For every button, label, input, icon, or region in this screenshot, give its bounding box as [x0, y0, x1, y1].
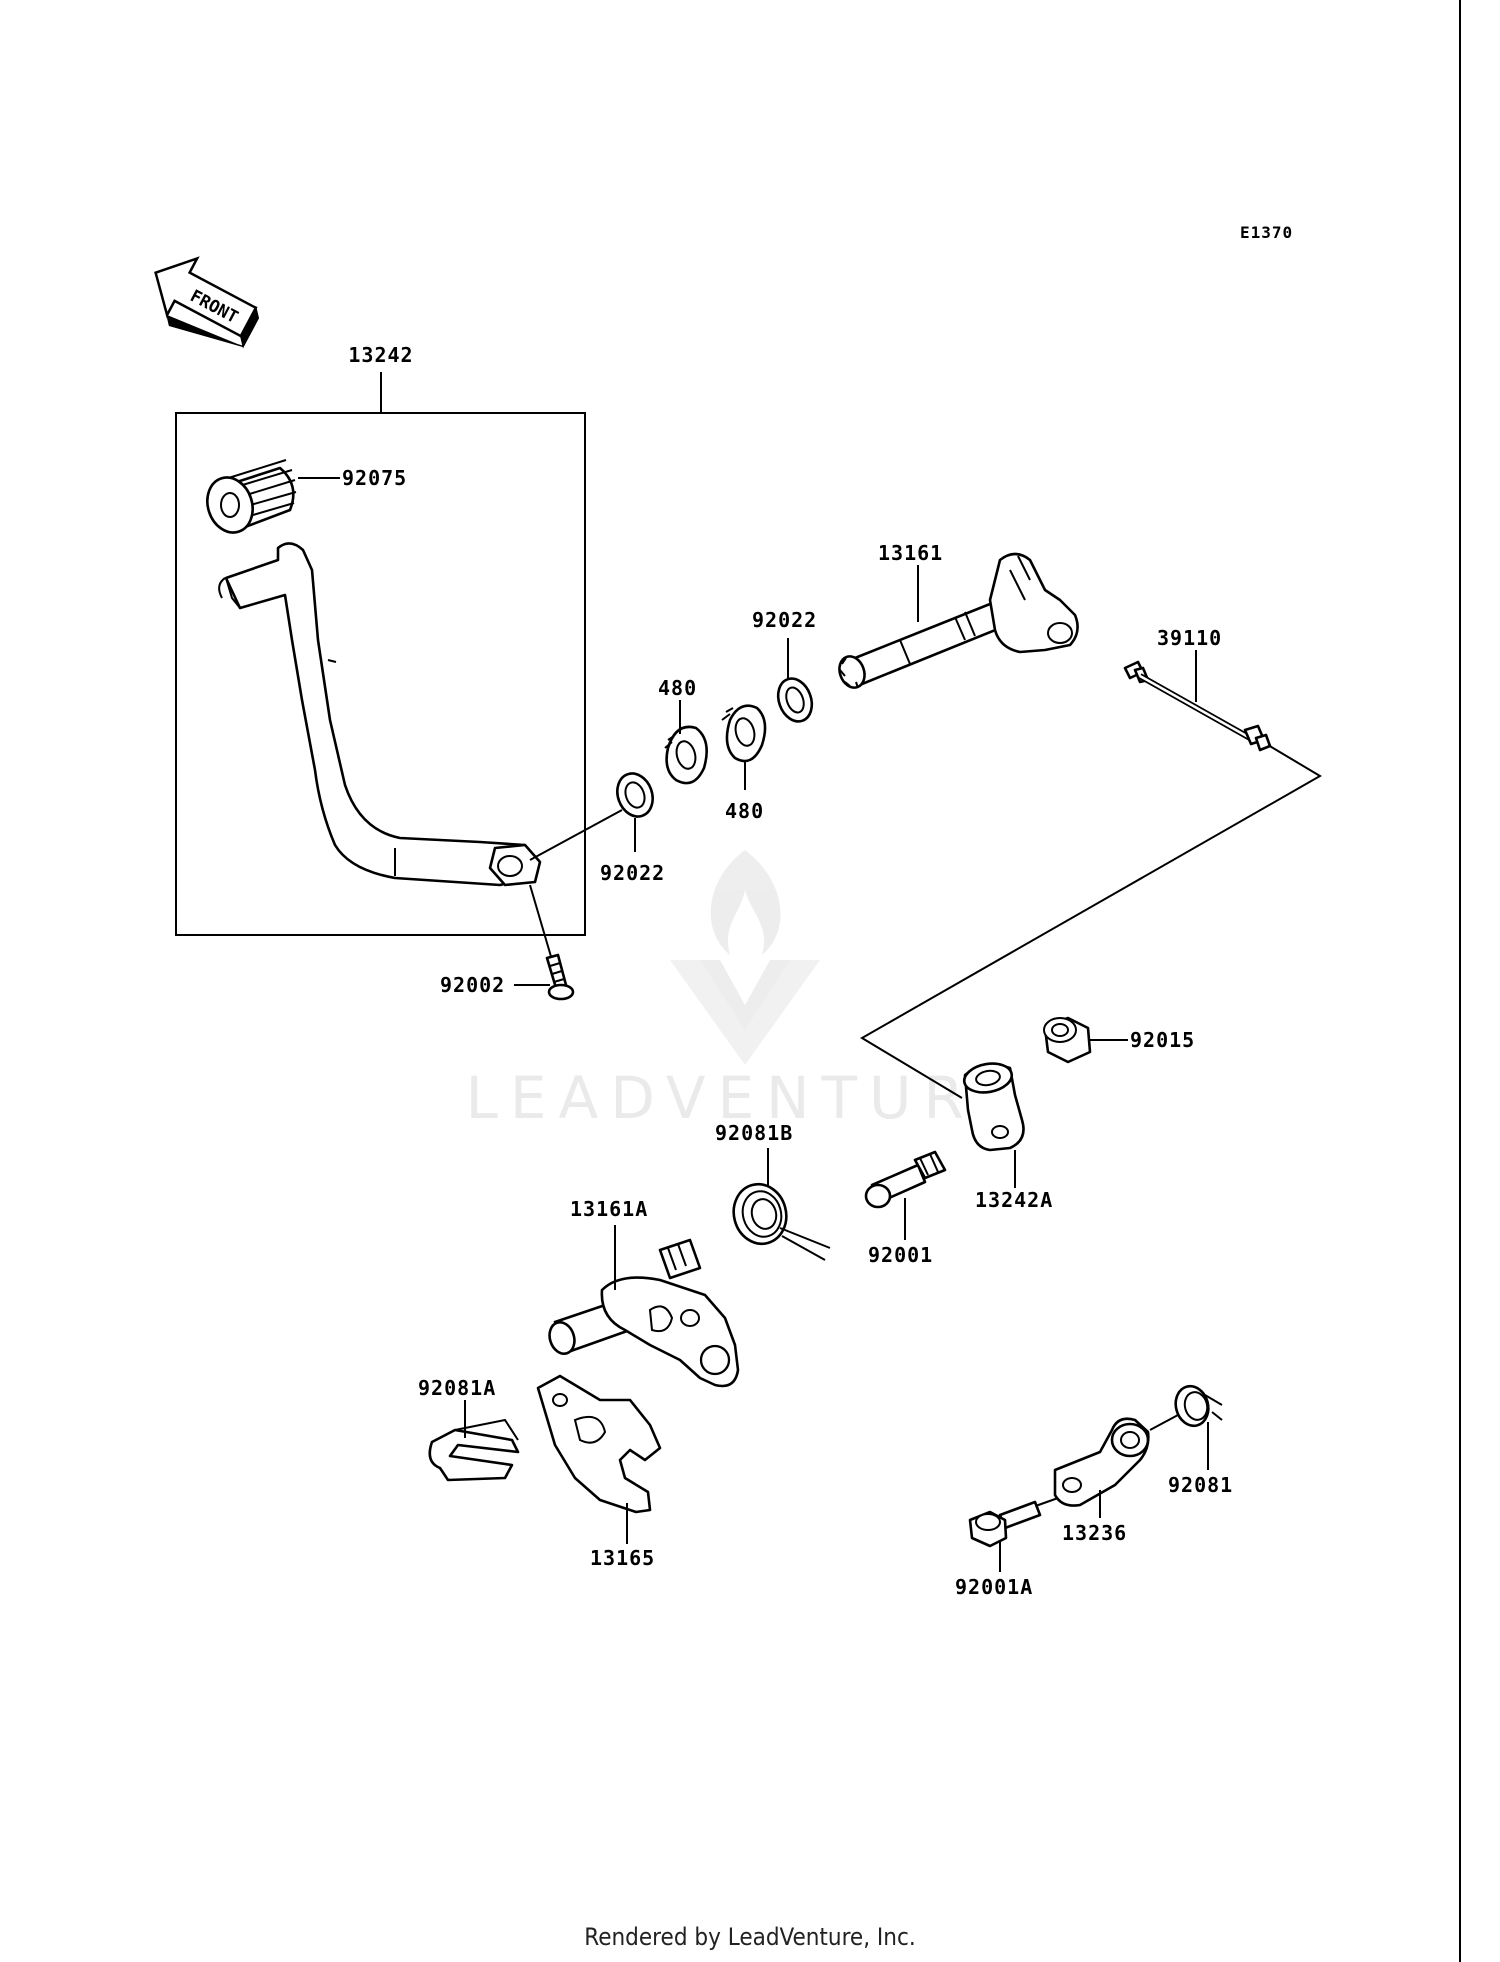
part-92081-spring [1174, 1384, 1223, 1470]
part-13236-lever [1053, 1417, 1150, 1518]
part-13165-plate [536, 1374, 662, 1544]
part-92022-washer-upper [776, 638, 814, 723]
footer-credit: Rendered by LeadVenture, Inc. [584, 1923, 915, 1951]
label-39110: 39110 [1157, 626, 1222, 650]
label-480-lower: 480 [725, 799, 764, 823]
part-13242A-shift-lever [962, 1062, 1025, 1188]
part-92022-washer-lower [616, 772, 654, 852]
label-92081B: 92081B [715, 1121, 793, 1145]
part-92081A-spring-clip [428, 1400, 520, 1482]
part-13242-shift-pedal [218, 542, 542, 887]
label-92001A: 92001A [955, 1575, 1033, 1599]
label-13236: 13236 [1062, 1521, 1127, 1545]
label-92001: 92001 [868, 1243, 933, 1267]
label-92081: 92081 [1168, 1473, 1233, 1497]
label-13161: 13161 [878, 541, 943, 565]
figure-code: E1370 [1240, 223, 1293, 242]
label-13242: 13242 [348, 343, 413, 367]
label-92015: 92015 [1130, 1028, 1195, 1052]
label-92002: 92002 [440, 973, 505, 997]
label-92022-lower: 92022 [600, 861, 665, 885]
watermark-text: LEADVENTURE [466, 1064, 1025, 1132]
leadventure-watermark: LEADVENTURE [466, 850, 1025, 1132]
front-arrow-icon: FRONT [154, 256, 260, 349]
part-39110-tie-rod [1123, 650, 1272, 752]
part-13161A-shift-arm [548, 1225, 740, 1388]
part-480-circlip-upper [664, 700, 708, 785]
label-13165: 13165 [590, 1546, 655, 1570]
label-92075: 92075 [342, 466, 407, 490]
label-92022-upper: 92022 [752, 608, 817, 632]
label-92081A: 92081A [418, 1376, 496, 1400]
label-480-upper: 480 [658, 676, 697, 700]
part-92001-pin [864, 1150, 947, 1240]
part-480-circlip-lower [721, 704, 767, 790]
label-13242A: 13242A [975, 1188, 1053, 1212]
part-13161-shift-shaft [838, 552, 1079, 689]
label-13161A: 13161A [570, 1197, 648, 1221]
part-92001A-bolt [968, 1497, 1059, 1572]
part-92015-nut [1043, 1016, 1128, 1064]
part-92081B-spring [732, 1148, 831, 1261]
part-92002-bolt [529, 884, 575, 1001]
part-92075-pedal-rubber [206, 459, 297, 534]
